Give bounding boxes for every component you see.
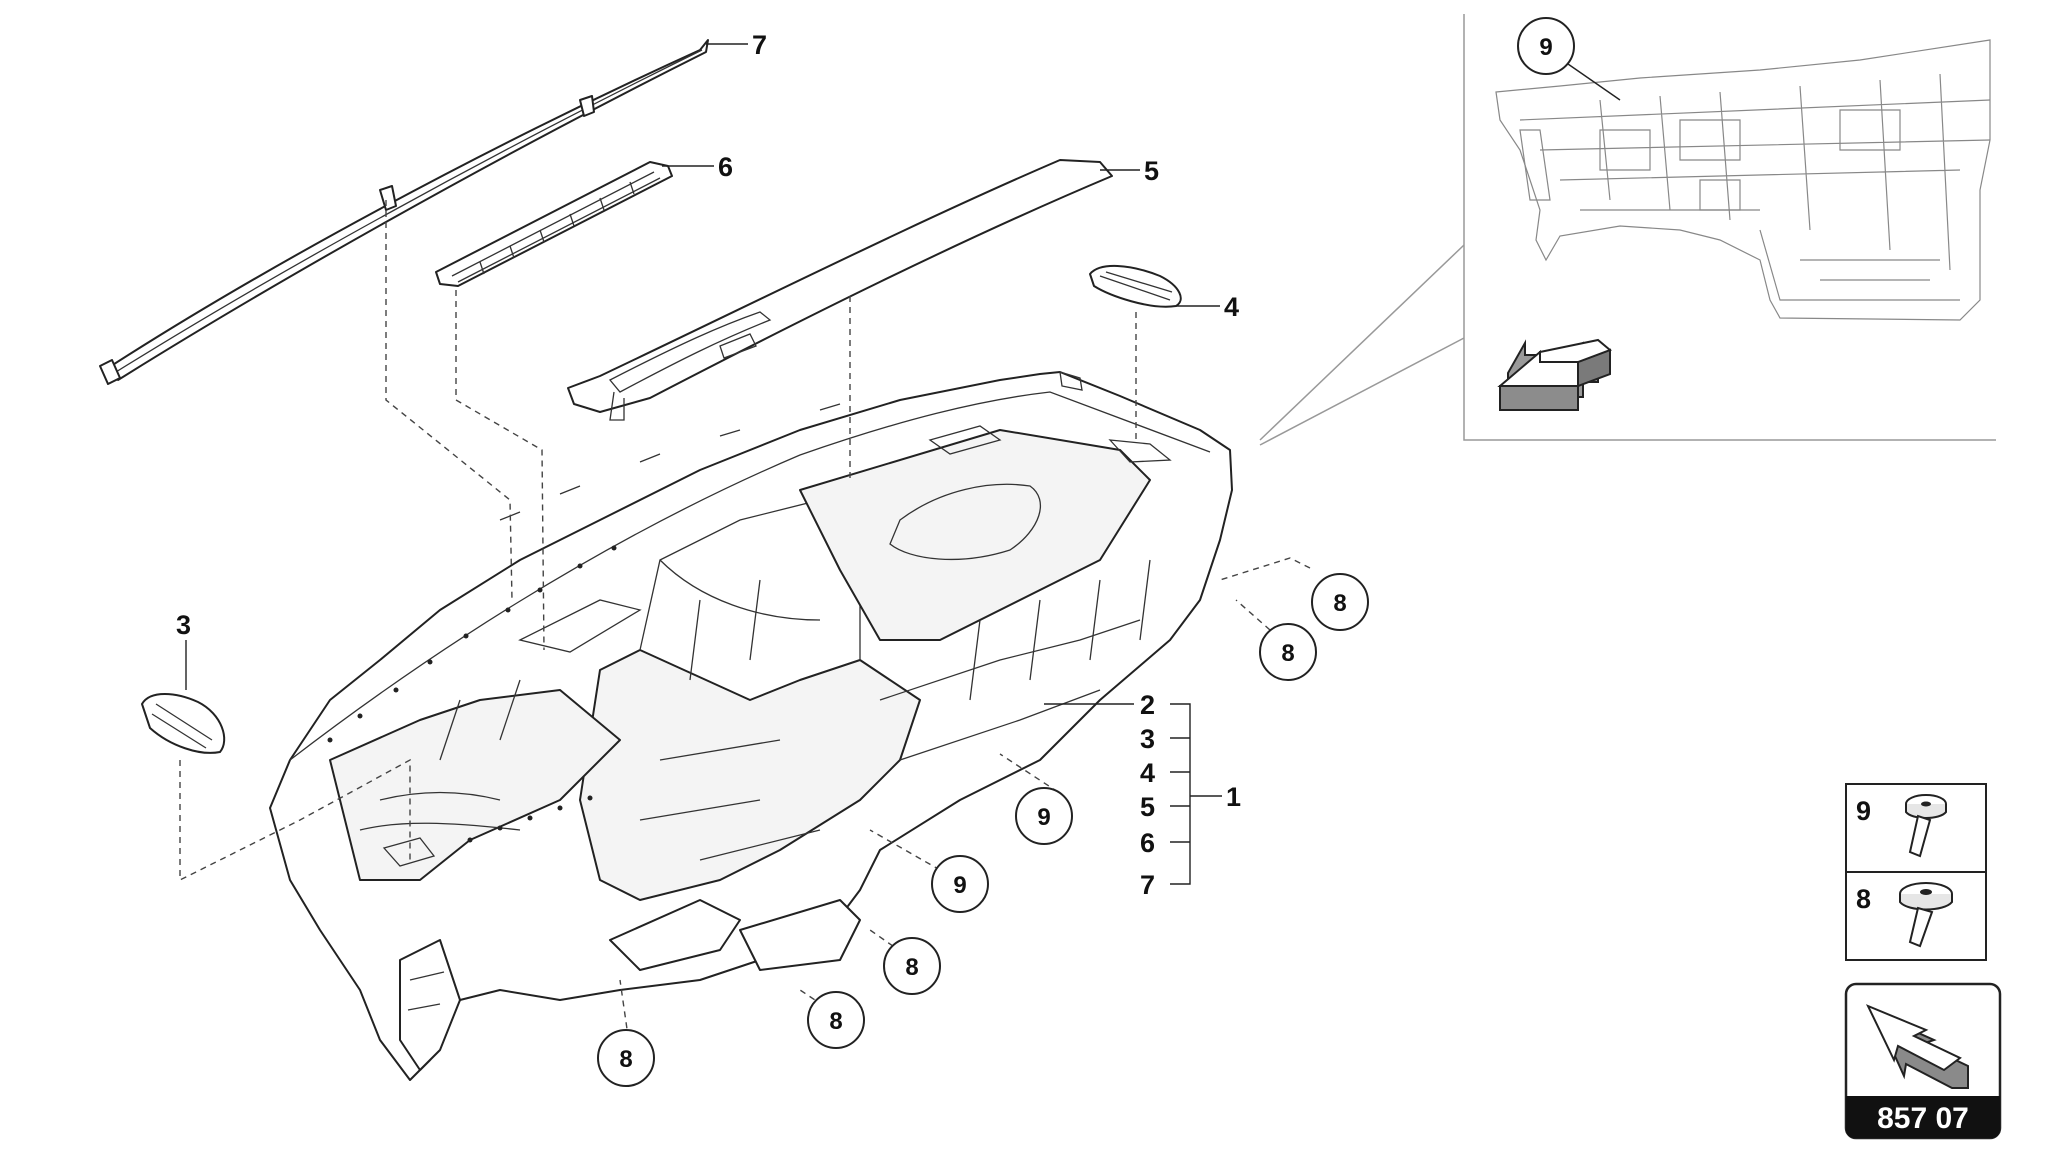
- fastener-callout-8-lower-left-label: 8: [619, 1046, 632, 1073]
- fastener-callout-8-lower-mid: 8: [807, 991, 865, 1049]
- callout-part-6: 6: [662, 152, 733, 182]
- bracket-label-4: 4: [1140, 758, 1155, 788]
- screw-8-icon: [1899, 882, 1953, 948]
- assembly-bracket-group: 2 3 4 5 6 7 1: [1044, 690, 1241, 900]
- inset-pointer-top: [1259, 244, 1465, 441]
- fastener-callout-8-lower-left: 8: [597, 1029, 655, 1087]
- callout-part-6-label: 6: [718, 152, 733, 182]
- fastener-callout-8-right-top: 8: [1311, 573, 1369, 631]
- callout-part-4-label: 4: [1224, 292, 1239, 322]
- fastener-legend: 9 8: [1845, 783, 1987, 961]
- bracket-label-3: 3: [1140, 724, 1155, 754]
- diagram-code-badge: 857 07: [1844, 982, 2002, 1140]
- main-dashboard-carrier: [269, 371, 1233, 1081]
- fastener-callout-8-right-mid-label: 8: [1281, 640, 1294, 667]
- inset-callout-9: 9: [1517, 17, 1621, 101]
- callout-part-4: 4: [1176, 292, 1239, 322]
- inset-view-arrow-icon: [1497, 338, 1612, 411]
- diagram-code-label: 857 07: [1877, 1102, 1969, 1135]
- fastener-callout-8-right-top-label: 8: [1333, 590, 1346, 617]
- part-5-dashboard-top-cover: [567, 159, 1113, 421]
- part-6-center-air-vent: [435, 161, 673, 287]
- fastener-callout-8-lower-mid-label: 8: [829, 1008, 842, 1035]
- bracket-label-5: 5: [1140, 792, 1155, 822]
- callout-part-5-label: 5: [1144, 156, 1159, 186]
- callout-part-1-label: 1: [1226, 782, 1241, 812]
- screw-9-icon: [1905, 794, 1947, 858]
- fastener-callout-8-right-mid: 8: [1259, 623, 1317, 681]
- inset-frame: [1463, 14, 1996, 441]
- fastener-callout-9-a-label: 9: [1037, 804, 1050, 831]
- fastener-callout-8-lower-right: 8: [883, 937, 941, 995]
- callout-part-7-label: 7: [752, 30, 767, 60]
- inset-detail-view: 9: [1259, 14, 1996, 446]
- fastener-callout-9-b: 9: [931, 855, 989, 913]
- callout-part-7: 7: [706, 30, 767, 60]
- fastener-legend-row-9-label: 9: [1856, 796, 1871, 826]
- inset-dashboard-detail: [1495, 39, 1991, 321]
- callout-part-5: 5: [1100, 156, 1159, 186]
- callout-part-3: 3: [176, 610, 191, 690]
- part-3-left-air-vent: [141, 693, 226, 754]
- callout-part-3-label: 3: [176, 610, 191, 640]
- part-7-dashboard-trim-strip: [99, 39, 709, 385]
- inset-callout-9-label: 9: [1539, 34, 1552, 61]
- inset-pointer-bottom: [1259, 337, 1465, 446]
- fastener-callout-9-a: 9: [1015, 787, 1073, 845]
- bracket-label-7: 7: [1140, 870, 1155, 900]
- part-4-right-air-vent: [1089, 264, 1182, 308]
- bracket-label-2: 2: [1140, 690, 1155, 720]
- fastener-legend-row-8-label: 8: [1856, 884, 1871, 914]
- fastener-callout-9-b-label: 9: [953, 872, 966, 899]
- view-direction-arrow-icon: [1865, 1004, 1969, 1089]
- bracket-label-6: 6: [1140, 828, 1155, 858]
- fastener-callout-8-lower-right-label: 8: [905, 954, 918, 981]
